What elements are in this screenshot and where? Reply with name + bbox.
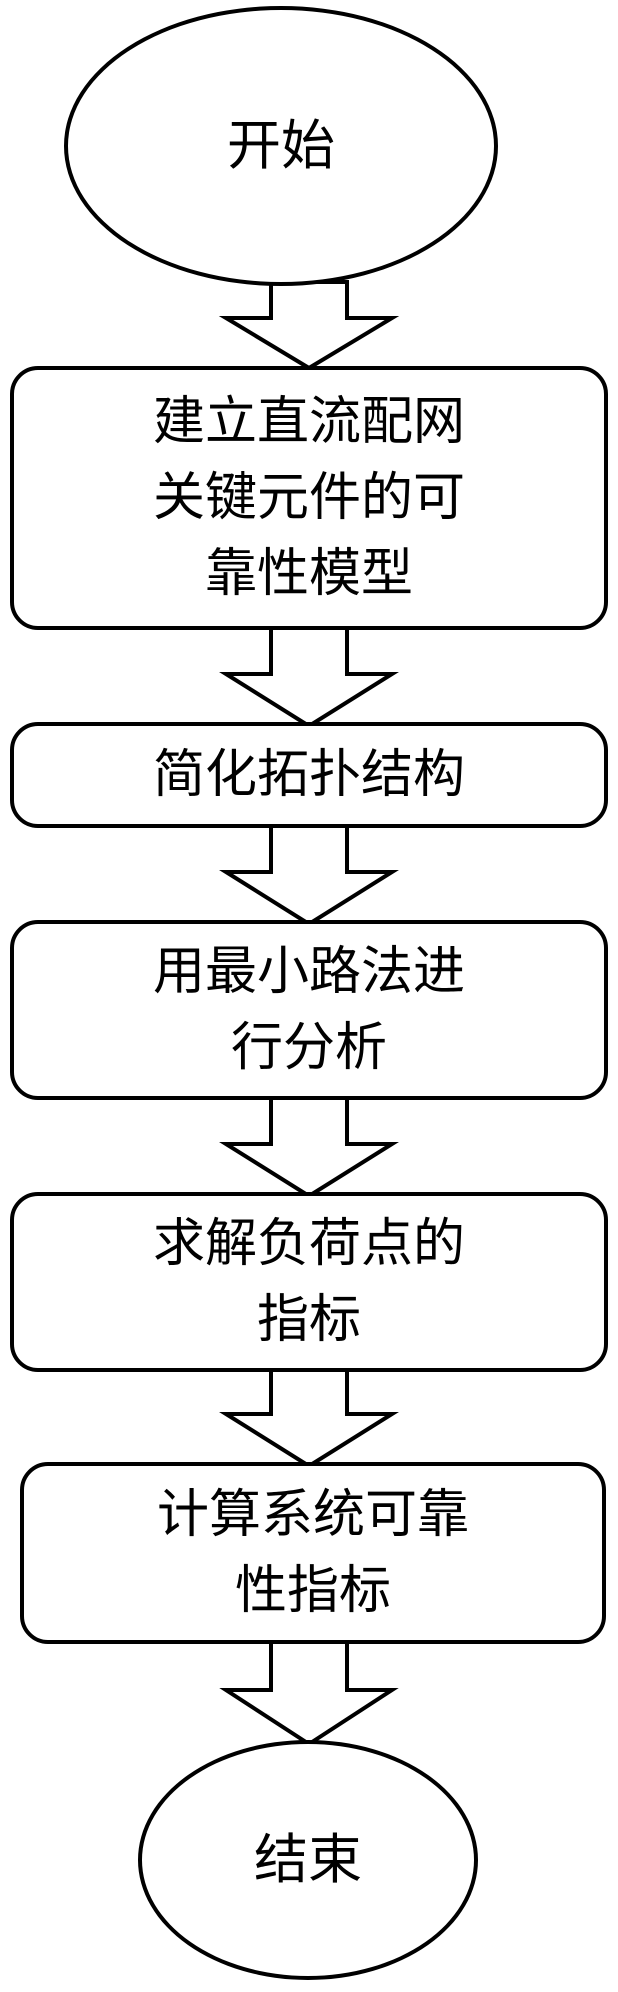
end-label: 结束 bbox=[254, 1828, 362, 1891]
arrow-2 bbox=[219, 625, 399, 729]
process-step-4-line-2: 指标 bbox=[256, 1290, 361, 1350]
end-node: 结束 bbox=[138, 1740, 478, 1980]
arrow-1 bbox=[218, 280, 400, 371]
arrow-6 bbox=[219, 1640, 399, 1747]
start-node: 开始 bbox=[64, 6, 498, 286]
start-label: 开始 bbox=[227, 114, 335, 177]
arrow-4 bbox=[219, 1096, 399, 1199]
process-step-4-label: 求解负荷点的 指标 bbox=[153, 1206, 465, 1358]
process-step-5-line-2: 性指标 bbox=[234, 1561, 391, 1621]
process-step-3-label: 用最小路法进 行分析 bbox=[153, 934, 465, 1086]
process-step-4: 求解负荷点的 指标 bbox=[10, 1192, 608, 1372]
process-step-2-label: 简化拓扑结构 bbox=[153, 740, 465, 810]
process-step-1: 建立直流配网 关键元件的可 靠性模型 bbox=[10, 366, 608, 630]
process-step-1-line-1: 建立直流配网 bbox=[152, 392, 465, 452]
process-step-3-line-1: 用最小路法进 bbox=[152, 942, 465, 1002]
process-step-2: 简化拓扑结构 bbox=[10, 722, 608, 828]
process-step-3: 用最小路法进 行分析 bbox=[10, 920, 608, 1100]
process-step-5-line-1: 计算系统可靠 bbox=[156, 1485, 469, 1545]
process-step-2-line-1: 简化拓扑结构 bbox=[152, 745, 465, 805]
process-step-5: 计算系统可靠 性指标 bbox=[20, 1462, 606, 1644]
process-step-1-line-2: 关键元件的可 bbox=[152, 468, 465, 528]
process-step-1-label: 建立直流配网 关键元件的可 靠性模型 bbox=[153, 384, 465, 612]
process-step-5-label: 计算系统可靠 性指标 bbox=[157, 1477, 469, 1629]
arrow-3 bbox=[219, 824, 399, 927]
arrow-5 bbox=[219, 1368, 399, 1469]
process-step-3-line-2: 行分析 bbox=[230, 1018, 387, 1078]
process-step-1-line-3: 靠性模型 bbox=[204, 544, 413, 604]
process-step-4-line-1: 求解负荷点的 bbox=[152, 1214, 465, 1274]
